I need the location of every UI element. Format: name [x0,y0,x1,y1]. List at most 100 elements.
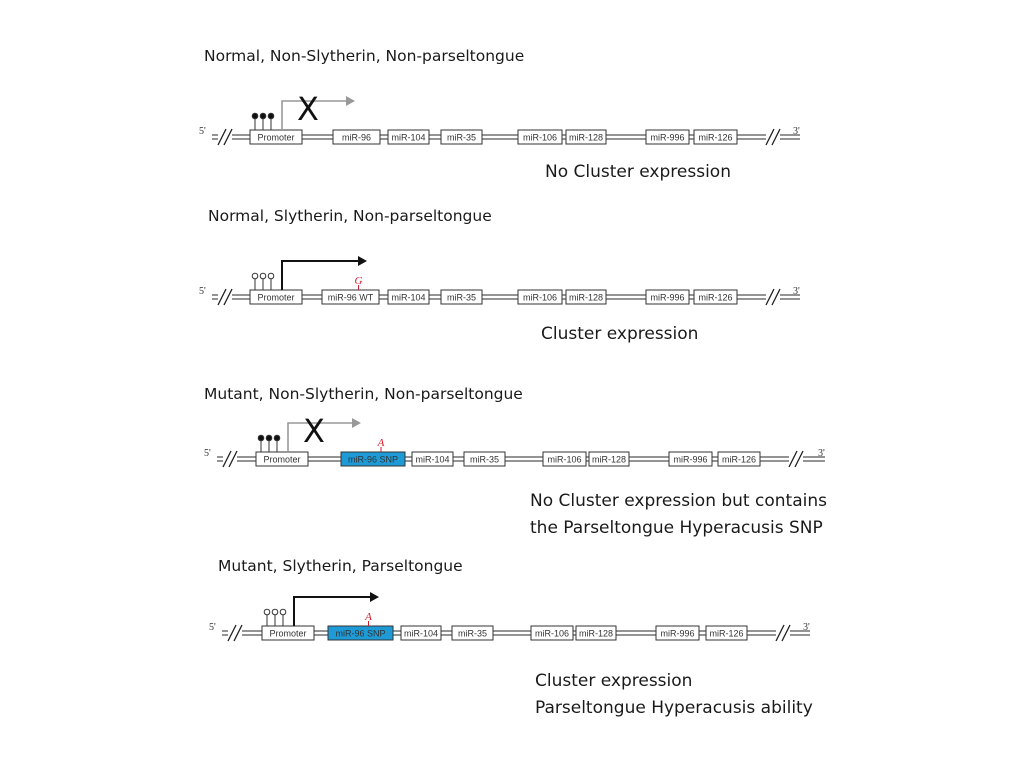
transcription-arrow [281,260,360,290]
promoter-label: Promoter [263,455,300,465]
three-prime-label: 3' [793,286,800,297]
gene-label: miR-128 [592,455,626,465]
gene-box [517,289,563,305]
gene-box [542,451,587,467]
break-slash [788,450,798,468]
unmethylated-cpg-icon [279,608,287,616]
snp-letter: A [377,437,385,449]
gene-label: miR-126 [722,455,756,465]
gene-label: miR-35 [458,629,487,639]
transcription-arrow [281,100,348,130]
blocked-x-icon: X [297,90,319,128]
promoter-box [261,625,315,641]
five-prime-label: 5' [199,126,206,137]
gene-box [321,289,380,305]
panel-1-outcome: No Cluster expression [545,162,731,182]
unmethylated-cpg-icon [271,608,279,616]
three-prime-label: 3' [818,448,825,459]
gene-label: miR-104 [391,133,425,143]
break-slash [765,128,775,146]
gene-label: miR-996 [673,455,707,465]
panel-4-title: Mutant, Slytherin, Parseltongue [218,557,463,575]
gene-label: miR-996 [650,133,684,143]
transcription-arrow-head [358,256,367,266]
promoter-box [249,289,303,305]
gene-box [565,129,607,145]
break-slash [223,288,233,306]
gene-label: miR-96 WT [328,293,374,303]
gene-label: miR-128 [579,629,613,639]
five-prime-label: 5' [199,286,206,297]
gene-box [440,289,483,305]
methylated-cpg-icon [265,434,273,442]
break-gap [223,455,237,463]
panel-3-title: Mutant, Non-Slytherin, Non-parseltongue [204,385,523,403]
methylated-cpg-icon [267,112,275,120]
break-slash [217,128,227,146]
panel-4-outcome-line-1: Cluster expression [535,671,693,691]
panel-2-outcome: Cluster expression [541,324,699,344]
gene-box [575,625,617,641]
break-slash [775,624,785,642]
gene-box [588,451,630,467]
transcription-arrow [287,422,354,452]
five-prime-label: 5' [209,622,216,633]
break-gap [766,293,780,301]
promoter-label: Promoter [269,629,306,639]
gene-box [463,451,506,467]
break-slash [217,288,227,306]
gene-box [565,289,607,305]
panel-3-outcome-line-2: the Parseltongue Hyperacusis SNP [530,518,823,538]
gene-box [668,451,713,467]
methylated-cpg-icon [257,434,265,442]
blocked-x-icon: X [303,412,325,450]
break-gap [218,293,232,301]
gene-box [387,129,430,145]
unmethylated-cpg-icon [259,272,267,280]
promoter-box [249,129,303,145]
break-slash [223,128,233,146]
gene-box [705,625,748,641]
gene-box [645,289,690,305]
methylated-cpg-icon [251,112,259,120]
transcription-arrow-head [352,418,361,428]
gene-box [387,289,430,305]
break-gap [789,455,803,463]
promoter-box [255,451,309,467]
five-prime-label: 5' [204,448,211,459]
transcription-arrow-head [346,96,355,106]
panel-3-outcome-line-1: No Cluster expression but contains [530,491,827,511]
methylated-cpg-icon [273,434,281,442]
break-slash [771,288,781,306]
gene-box [451,625,494,641]
gene-label: miR-128 [569,133,603,143]
gene-box [400,625,442,641]
gene-label: miR-96 SNP [335,629,385,639]
unmethylated-cpg-icon [267,272,275,280]
panel-4-outcome-line-2: Parseltongue Hyperacusis ability [535,698,813,718]
break-slash [233,624,243,642]
break-slash [771,128,781,146]
gene-box [517,129,563,145]
break-slash [228,450,238,468]
unmethylated-cpg-icon [251,272,259,280]
three-prime-label: 3' [793,126,800,137]
break-slash [781,624,791,642]
break-gap [766,133,780,141]
promoter-label: Promoter [257,133,294,143]
gene-box [327,625,394,641]
gene-label: miR-104 [404,629,438,639]
transcription-arrow-head [370,592,379,602]
gene-box [645,129,690,145]
transcription-arrow [293,596,372,626]
gene-box [340,451,406,467]
gene-box [411,451,454,467]
break-gap [228,629,242,637]
gene-label: miR-106 [523,133,557,143]
gene-label: miR-128 [569,293,603,303]
